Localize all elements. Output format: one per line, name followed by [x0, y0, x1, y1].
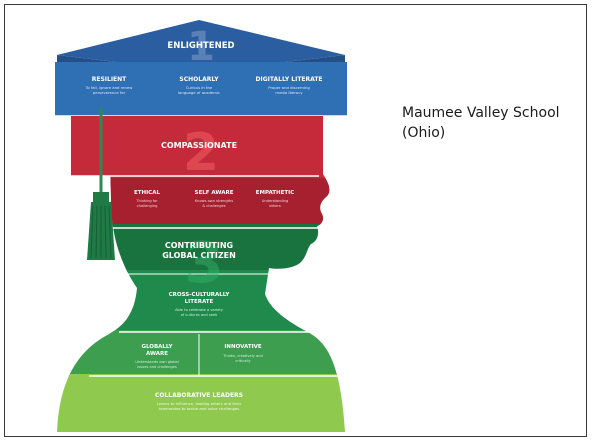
item-title: EMPATHETIC [256, 190, 295, 196]
level-1-title: ENLIGHTENED [167, 41, 234, 51]
level-1-item-digitally-literate: DIGITALLY LITERATE Proper and discerning… [255, 76, 322, 95]
item-title: LITERATE [185, 299, 214, 305]
item-title: CROSS-CULTURALLY [169, 292, 231, 298]
base-desc: Learns to influence, leading others and … [157, 401, 242, 406]
item-title: SELF AWARE [195, 190, 234, 196]
item-title: INNOVATIVE [224, 344, 262, 350]
item-desc: Understands own global [135, 360, 178, 364]
item-title: GLOBALLY [141, 344, 173, 350]
item-desc: others [269, 204, 281, 208]
base-collaborative-leaders: COLLABORATIVE LEADERS Learns to influenc… [155, 392, 243, 411]
level-number-1: 1 [187, 24, 215, 70]
slide-caption: Maumee Valley School (Ohio) [402, 103, 582, 143]
item-desc: critically [235, 359, 251, 363]
item-desc: media literacy [275, 90, 303, 95]
item-desc: issues and challenges [137, 365, 177, 369]
level-3-title-line1: CONTRIBUTING [165, 241, 233, 250]
level-3-item-innovative: INNOVATIVE Thinks, creatively and critic… [222, 344, 263, 363]
band-green-low [57, 330, 345, 376]
level-number-3: 3 [185, 231, 224, 296]
item-desc: of cultures and seek [181, 313, 218, 317]
level-3-title-line2: GLOBAL CITIZEN [162, 251, 236, 260]
item-desc: & challenges [202, 204, 225, 208]
item-desc: language of academic [178, 90, 220, 95]
level-2-item-ethical: ETHICAL Thinking for challenging [134, 190, 160, 208]
cap-band [55, 62, 347, 116]
item-desc: Proper and discerning [268, 85, 310, 90]
red-slab [71, 116, 323, 176]
level-2-title: COMPASSIONATE [161, 141, 237, 150]
slide-frame: 1 2 3 ENLIGHTENED RESILIENT To fail, ign… [4, 4, 587, 437]
level-number-2: 2 [183, 123, 219, 183]
level-2-item-self-aware: SELF AWARE Knows own strengths & challen… [195, 190, 234, 208]
level-2-item-empathetic: EMPATHETIC Understanding others [256, 190, 295, 208]
item-title: AWARE [146, 351, 168, 357]
graduate-silhouette-infographic: 1 2 3 ENLIGHTENED RESILIENT To fail, ign… [55, 20, 347, 432]
level-3-item-globally-aware: GLOBALLY AWARE Understands own global is… [135, 344, 178, 369]
base-title: COLLABORATIVE LEADERS [155, 392, 243, 399]
tassel-strands [90, 205, 112, 259]
item-desc: Thinks, creatively and [222, 354, 263, 358]
caption-school-name: Maumee Valley School [402, 105, 560, 121]
level-3-item-cross-culturally-literate: CROSS-CULTURALLY LITERATE Able to celebr… [169, 292, 231, 317]
tassel-knot [93, 192, 109, 202]
item-desc: challenging [137, 204, 158, 208]
item-title: DIGITALLY LITERATE [255, 76, 322, 83]
base-desc: teammates to tackle and solve challenges [159, 406, 240, 411]
item-desc: Knows own strengths [195, 199, 233, 203]
level-1-item-resilient: RESILIENT To fail, ignore and renew pers… [85, 76, 133, 95]
item-desc: Thinking for [135, 199, 158, 203]
band-lime [57, 374, 345, 432]
caption-location: (Ohio) [402, 125, 446, 141]
item-desc: To fail, ignore and renew [85, 85, 133, 90]
item-desc: Understanding [262, 199, 288, 203]
item-desc: Able to celebrate a variety [175, 308, 224, 312]
item-desc: Curious in the [186, 85, 213, 90]
mortarboard-top [57, 20, 345, 72]
item-title: SCHOLARLY [179, 76, 219, 83]
item-title: ETHICAL [134, 190, 160, 196]
level-1-item-scholarly: SCHOLARLY Curious in the language of aca… [178, 76, 220, 95]
item-title: RESILIENT [92, 76, 127, 83]
item-desc: perseverence for [93, 90, 126, 95]
